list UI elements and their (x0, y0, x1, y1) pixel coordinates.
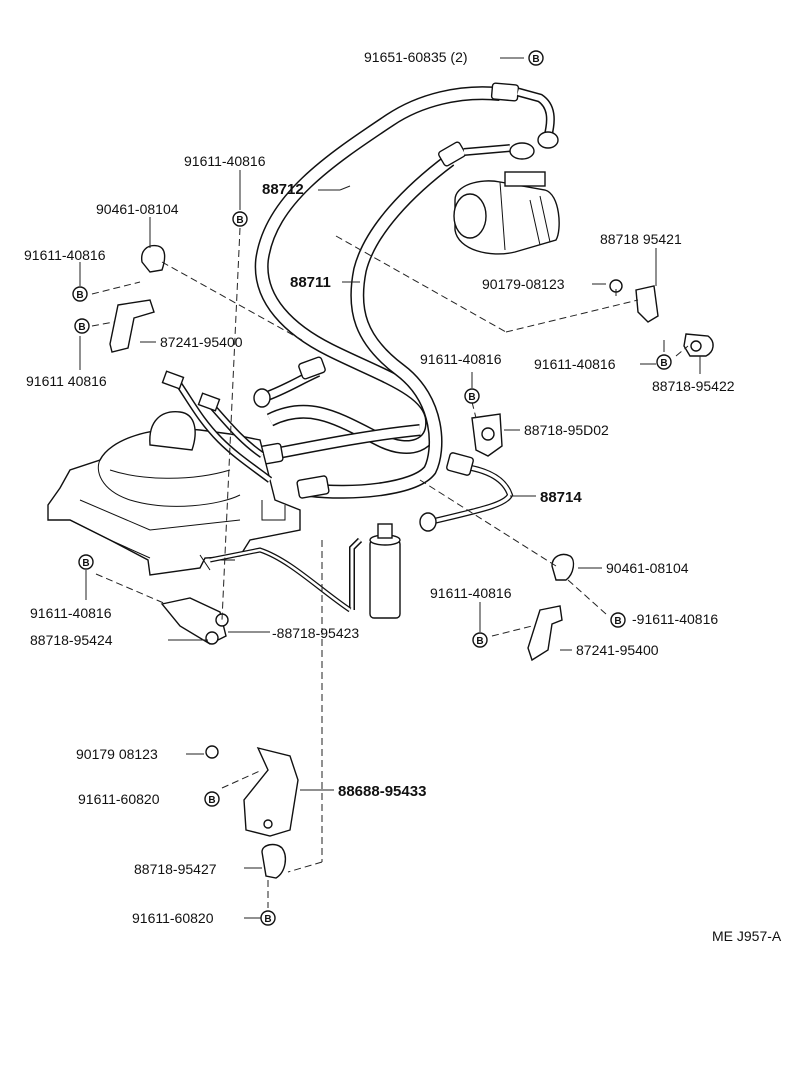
hose-88712 (254, 86, 501, 455)
label-90461-08104-left: 90461-08104 (96, 201, 179, 217)
bolt-symbol-8: B (610, 612, 626, 628)
bracket-88688-95433 (243, 746, 299, 837)
bolt-symbol-4: B (74, 318, 90, 334)
bolt-symbol-2: B (232, 211, 248, 227)
label-91651-60835: 91651-60835 (2) (364, 49, 468, 65)
nut-90179-08123-bottom (205, 745, 219, 759)
valve-fittings (161, 370, 273, 483)
clamp-88718-95427 (261, 843, 287, 879)
bolt-symbols: B B B B B B B B B B B (72, 50, 672, 926)
label-91611-40816-left1: 91611-40816 (24, 247, 106, 263)
svg-text:B: B (468, 392, 475, 403)
label-88718-95421: 88718 95421 (600, 231, 682, 247)
label-91611-60820-b: 91611-60820 (132, 910, 214, 926)
drawing-code: ME J957-A (712, 928, 782, 944)
svg-text:B: B (78, 322, 85, 333)
part-labels: 91651-60835 (2) 88712 88711 91611-40816 … (24, 49, 782, 944)
label-91611-40816-top: 91611-40816 (184, 153, 266, 169)
label-87241-95400-right: 87241-95400 (576, 642, 659, 658)
leader-lines (79, 57, 701, 919)
clamp-88718-95D02 (471, 413, 503, 457)
label-88718-95D02: 88718-95D02 (524, 422, 609, 438)
label-88718-95424: 88718-95424 (30, 632, 113, 648)
svg-text:B: B (208, 795, 215, 806)
label-91611-60820-a: 91611-60820 (78, 791, 160, 807)
label-88718-95427: 88718-95427 (134, 861, 217, 877)
bracket-87241-95400-right (527, 605, 563, 662)
label-91611-40816-mid: 91611-40816 (420, 351, 502, 367)
label-91611-40816-right: 91611-40816 (534, 356, 616, 372)
label-90179-08123-right: 90179-08123 (482, 276, 565, 292)
bolt-symbol-1: B (528, 50, 544, 66)
label-88712: 88712 (262, 181, 304, 198)
svg-text:B: B (82, 558, 89, 569)
label-90461-08104-right: 90461-08104 (606, 560, 689, 576)
svg-text:B: B (264, 914, 271, 925)
svg-text:B: B (614, 616, 621, 627)
compressor (453, 171, 560, 255)
bolt-symbol-9: B (472, 632, 488, 648)
svg-text:B: B (532, 54, 539, 65)
label-90179-08123-bottom: 90179 08123 (76, 746, 158, 762)
hose-fittings (253, 82, 520, 532)
bolt-symbol-6: B (464, 388, 480, 404)
bracket-87241-95400-left (109, 299, 155, 353)
svg-text:B: B (76, 290, 83, 301)
label-91611-40816-r3: -91611-40816 (632, 611, 718, 627)
svg-text:B: B (236, 215, 243, 226)
receiver-dryer (349, 523, 401, 619)
evaporator-unit (47, 411, 301, 576)
label-91611-40816-left2: 91611 40816 (26, 373, 107, 389)
label-88718-95422: 88718-95422 (652, 378, 735, 394)
label-88711: 88711 (290, 274, 331, 291)
dashed-reference-lines (91, 227, 689, 908)
bolt-symbol-5: B (656, 354, 672, 370)
clamp-88718-95421 (635, 285, 659, 323)
svg-text:B: B (476, 636, 483, 647)
label-88714: 88714 (540, 489, 582, 506)
label-91611-40816-r2: 91611-40816 (430, 585, 512, 601)
bolt-symbol-11: B (260, 910, 276, 926)
bolt-symbol-7: B (78, 554, 94, 570)
clamp-90461-08104-left (141, 244, 166, 273)
svg-text:B: B (660, 358, 667, 369)
label-88688-95433: 88688-95433 (338, 783, 426, 800)
label-88718-95423: -88718-95423 (272, 625, 359, 641)
label-91611-40816-lowleft: 91611-40816 (30, 605, 112, 621)
clamp-90461-08104-right (551, 553, 575, 581)
bolt-symbol-10: B (204, 791, 220, 807)
label-87241-95400-left: 87241-95400 (160, 334, 243, 350)
clamp-88718-95423-95424 (160, 597, 229, 645)
bolt-symbol-3: B (72, 286, 88, 302)
clamp-88718-95422 (683, 333, 714, 357)
